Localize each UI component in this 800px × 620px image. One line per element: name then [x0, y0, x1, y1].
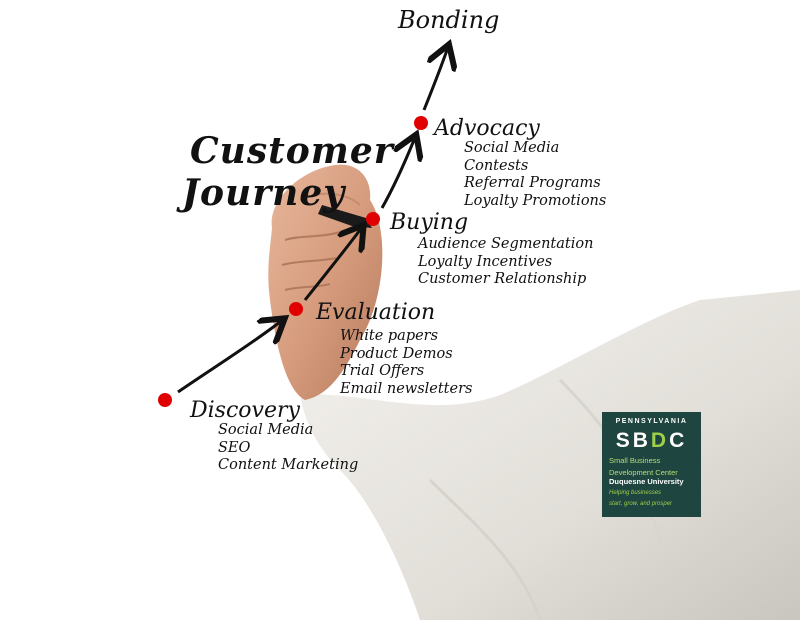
- title-journey: Journey: [182, 172, 346, 214]
- list-item: Trial Offers: [340, 363, 425, 379]
- logo-tagline-line2: start, grow, and prosper: [609, 501, 673, 507]
- stage-label-bonding: Bonding: [398, 6, 500, 34]
- list-item: Email newsletters: [340, 380, 473, 397]
- logo-mark-right: C: [669, 429, 688, 452]
- list-item: Contests: [464, 157, 529, 174]
- discovery-items: Social Media SEO Content Marketing: [218, 422, 358, 475]
- list-item: Loyalty Incentives: [418, 253, 553, 270]
- stage-dot-discovery: [158, 393, 172, 407]
- stage-label-advocacy: Advocacy: [434, 116, 540, 141]
- stage-label-evaluation: Evaluation: [316, 300, 436, 325]
- arrow-advocacy-to-bonding: [422, 50, 447, 111]
- stage-label-buying: Buying: [390, 210, 469, 235]
- sbdc-logo: PENNSYLVANIA SBDC Small Business Develop…: [602, 412, 701, 517]
- list-item: SEO: [218, 439, 251, 456]
- list-item: Product Demos: [340, 345, 453, 362]
- logo-name-line1: Small Business: [609, 456, 661, 465]
- logo-name-line2: Development Center: [609, 468, 678, 477]
- logo-mark: SBDC: [609, 429, 694, 453]
- arrow-buying-to-advocacy: [380, 140, 414, 209]
- logo-tagline-line1: Helping businesses: [609, 490, 662, 496]
- list-item: Audience Segmentation: [418, 236, 594, 252]
- list-item: White papers: [340, 328, 439, 344]
- list-item: Social Media: [218, 422, 314, 438]
- logo-state: PENNSYLVANIA: [615, 418, 688, 425]
- stage-dot-advocacy: [414, 116, 428, 130]
- list-item: Referral Programs: [464, 175, 601, 191]
- arrow-evaluation-to-buying: [303, 230, 360, 301]
- list-item: Social Media: [464, 140, 560, 156]
- list-item: Loyalty Promotions: [464, 192, 607, 209]
- stage-dot-evaluation: [289, 302, 303, 316]
- buying-items: Audience Segmentation Loyalty Incentives…: [418, 236, 593, 289]
- advocacy-items: Social Media Contests Referral Programs …: [464, 140, 606, 210]
- logo-mark-highlight: D: [650, 429, 670, 452]
- evaluation-items: White papers Product Demos Trial Offers …: [340, 328, 472, 398]
- arrow-discovery-to-evaluation: [177, 322, 280, 394]
- list-item: Content Marketing: [218, 457, 359, 473]
- title-customer: Customer: [190, 130, 394, 172]
- list-item: Customer Relationship: [418, 271, 587, 287]
- logo-university: Duquesne University: [609, 477, 684, 486]
- stage-dot-buying: [366, 212, 380, 226]
- stage-label-discovery: Discovery: [190, 398, 300, 423]
- logo-mark-left: SB: [615, 429, 651, 452]
